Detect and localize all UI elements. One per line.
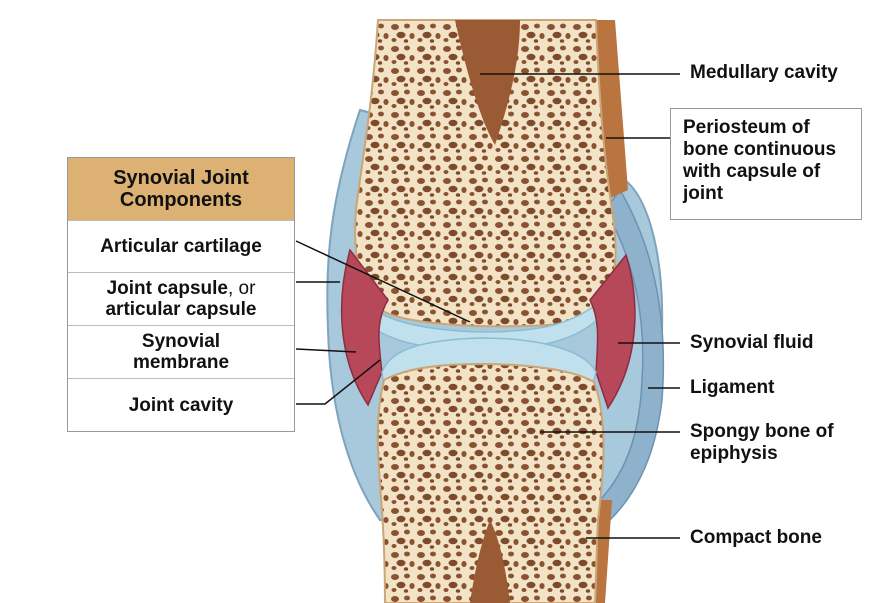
label-medullary-cavity: Medullary cavity	[690, 62, 838, 83]
legend-row-joint-capsule: Joint capsule, or articular capsule	[68, 272, 294, 325]
legend-title-line2: Components	[119, 189, 243, 211]
label-synovial-fluid: Synovial fluid	[690, 332, 814, 353]
label-compact-bone: Compact bone	[690, 527, 822, 548]
legend-label-membrane: membrane	[132, 352, 230, 373]
periosteum	[590, 20, 628, 200]
label-ligament: Ligament	[690, 377, 775, 398]
legend-title-line1: Synovial Joint	[113, 167, 249, 189]
medullary-cavity-lower	[470, 520, 510, 603]
legend-row-articular-cartilage: Articular cartilage	[68, 220, 294, 272]
legend-table: Synovial Joint Components Articular cart…	[67, 157, 295, 432]
leader-synovial-membrane	[295, 348, 357, 353]
label-periosteum-line4: joint	[683, 183, 724, 204]
upper-bone	[354, 19, 617, 328]
label-periosteum-line2: bone continuous	[683, 139, 837, 160]
legend-row-synovial-membrane: Synovial membrane	[68, 325, 294, 378]
label-periosteum-line1: Periosteum of	[683, 117, 810, 138]
label-periosteum-box: Periosteum of bone continuous with capsu…	[670, 108, 862, 220]
legend-label-articular-cartilage: Articular cartilage	[100, 236, 262, 257]
legend-label-joint-cavity: Joint cavity	[128, 394, 234, 416]
label-spongy-bone: Spongy bone of epiphysis	[690, 421, 834, 465]
label-spongy-line1: Spongy bone of	[690, 421, 834, 442]
lower-bone	[376, 362, 605, 603]
legend-label-joint-capsule-or: , or	[227, 278, 256, 299]
legend-row-joint-cavity: Joint cavity	[68, 378, 294, 431]
label-periosteum-line3: with capsule of	[683, 161, 821, 182]
legend-label-articular-capsule: articular capsule	[105, 299, 257, 320]
leader-joint-cavity	[296, 359, 381, 405]
legend-label-synovial: Synovial	[141, 331, 221, 352]
synovial-membrane-left	[340, 248, 389, 407]
label-spongy-line2: epiphysis	[690, 443, 778, 464]
medullary-cavity	[455, 20, 520, 145]
legend-label-joint-capsule: Joint capsule	[106, 278, 228, 299]
legend-title: Synovial Joint Components	[68, 158, 294, 220]
synovial-membrane-right	[589, 253, 636, 410]
leader-articular-cartilage	[295, 240, 471, 323]
